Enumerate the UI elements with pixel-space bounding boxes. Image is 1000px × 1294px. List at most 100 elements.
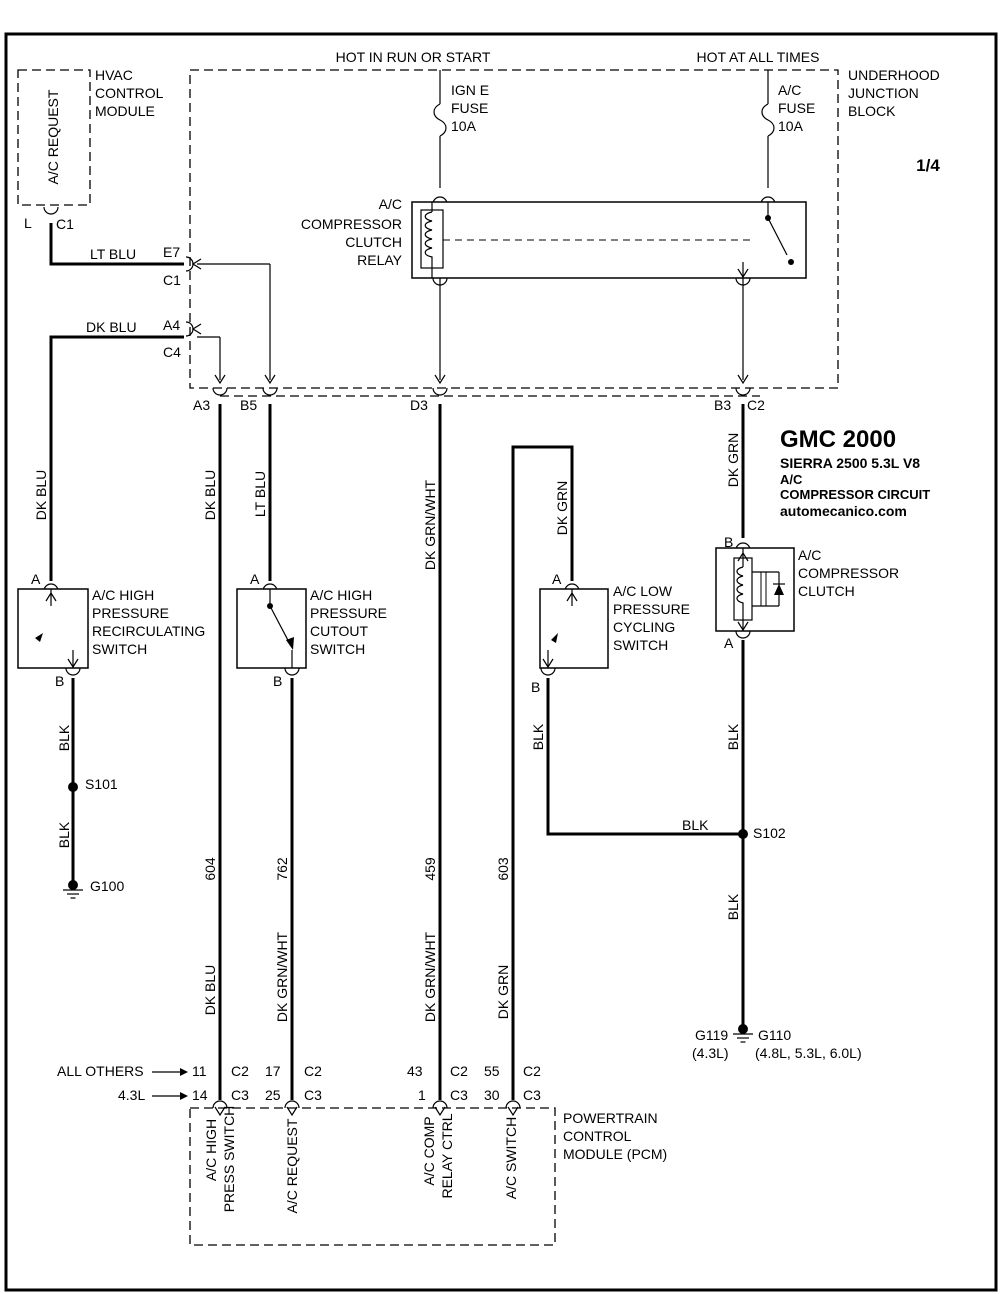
pcm-c3-d: C3: [523, 1087, 541, 1103]
pcm-4-3l: 4.3L: [118, 1087, 145, 1103]
hp-recirc-label-line2: PRESSURE: [92, 605, 169, 621]
lp-label-line3: CYCLING: [613, 619, 675, 635]
pin-b3: B3: [714, 397, 731, 413]
pcm-pin-14: 14: [192, 1087, 208, 1103]
hp-cutout-label-line4: SWITCH: [310, 641, 365, 657]
ground-g119-note: (4.3L): [692, 1045, 729, 1061]
hvac-label-line2: CONTROL: [95, 85, 164, 101]
splice-s101: S101: [85, 776, 118, 792]
ac-high-pressure-recirculating-switch: A B A/C HIGH PRESSURE RECIRCULATING SWIT…: [17, 571, 205, 689]
pcm-pin-comp-line1: A/C COMP: [421, 1116, 437, 1185]
g110-ground-icon: [732, 1023, 754, 1043]
junction-block-internal-traces: E7 C1 A4 C4: [163, 244, 276, 384]
wire-dk-blu-left: DK BLU: [33, 470, 49, 521]
circuit-604: 604: [202, 857, 218, 881]
connector-c2-b3: C2: [747, 397, 765, 413]
wire-blk-s101-lower: BLK: [56, 821, 72, 848]
pcm-pin-11: 11: [192, 1063, 207, 1079]
pcm-pin-55: 55: [484, 1063, 500, 1079]
pcm-c2-b: C2: [304, 1063, 322, 1079]
ground-g100: G100: [90, 878, 124, 894]
hp-cutout-label-line1: A/C HIGH: [310, 587, 372, 603]
ujb-label-line2: JUNCTION: [848, 85, 919, 101]
pcm-pin-ac-request: A/C REQUEST: [284, 1118, 300, 1213]
circuit-762: 762: [274, 857, 290, 881]
wire-lt-blu-hvac: LT BLU: [90, 246, 136, 262]
lp-label-line4: SWITCH: [613, 637, 668, 653]
ign-fuse-label-line1: IGN E: [451, 82, 489, 98]
hvac-connector-c1: C1: [56, 216, 74, 232]
title-model: SIERRA 2500 5.3L V8: [780, 455, 920, 471]
pcm-pin-ac-switch: A/C SWITCH: [503, 1117, 519, 1199]
lp-label-line2: PRESSURE: [613, 601, 690, 617]
wire-blk-s102-horizontal: BLK: [682, 817, 709, 833]
hp-cutout-pin-b: B: [273, 673, 282, 689]
wire-dk-grn-b3: DK GRN: [725, 433, 741, 487]
pcm-label-line1: POWERTRAIN: [563, 1110, 658, 1126]
ac-low-pressure-cycling-switch: A B A/C LOW PRESSURE CYCLING SWITCH: [531, 571, 690, 695]
ac-fuse-label-line3: 10A: [778, 118, 804, 134]
title-system: A/C: [780, 472, 803, 487]
g100-ground-icon: [62, 879, 84, 899]
relay-label-line3: CLUTCH: [345, 234, 402, 250]
pcm-c3-c: C3: [450, 1087, 468, 1103]
powertrain-control-module: A/C HIGH PRESS SWITCH A/C REQUEST A/C CO…: [189, 1100, 667, 1246]
ground-g119: G119: [695, 1027, 728, 1043]
pin-a4: A4: [163, 317, 180, 333]
ac-fuse: A/C FUSE 10A: [761, 70, 815, 188]
relay-label-line2: COMPRESSOR: [301, 216, 402, 232]
ac-compressor-clutch-relay: A/C COMPRESSOR CLUTCH RELAY: [301, 196, 807, 384]
splices-and-grounds: S101 S102 G100 G119 (4.3L) G110 (4.8L, 5…: [62, 776, 862, 1061]
ac-high-pressure-cutout-switch: A B A/C HIGH PRESSURE CUTOUT SWITCH: [236, 571, 387, 689]
hvac-ac-request-pin-label: A/C REQUEST: [45, 89, 61, 184]
ujb-label-line1: UNDERHOOD: [848, 67, 940, 83]
hp-recirc-pin-b: B: [55, 673, 64, 689]
underhood-junction-block: UNDERHOOD JUNCTION BLOCK: [189, 67, 940, 397]
splice-s101-dot: [68, 782, 78, 792]
pcm-pin-30: 30: [484, 1087, 500, 1103]
splice-s102: S102: [753, 825, 786, 841]
pcm-label-line2: CONTROL: [563, 1128, 632, 1144]
circuit-603: 603: [495, 857, 511, 881]
lp-pin-a: A: [552, 571, 562, 587]
hp-recirc-label-line1: A/C HIGH: [92, 587, 154, 603]
hot-at-all-times-label: HOT AT ALL TIMES: [697, 49, 820, 65]
hp-cutout-label-line2: PRESSURE: [310, 605, 387, 621]
ground-g110: G110: [758, 1027, 791, 1043]
wire-dk-grn-wht-pcm-comp: DK GRN/WHT: [422, 931, 438, 1022]
pcm-pin-comp-line2: RELAY CTRL: [439, 1113, 455, 1198]
wire-blk-low-switch: BLK: [530, 723, 546, 750]
pin-a3: A3: [193, 397, 210, 413]
clutch-pin-a: A: [724, 635, 734, 651]
wire-dk-blu-top: DK BLU: [86, 319, 137, 335]
pcm-all-others: ALL OTHERS: [57, 1063, 144, 1079]
pcm-pin-1: 1: [418, 1087, 426, 1103]
hp-recirc-pin-a: A: [31, 571, 41, 587]
relay-label-line1: A/C: [379, 196, 402, 212]
ac-compressor-clutch: B A A/C COMPRESSOR CLUTCH: [715, 534, 899, 651]
lp-pin-b: B: [531, 679, 540, 695]
ac-fuse-label-line2: FUSE: [778, 100, 815, 116]
ign-fuse-label-line2: FUSE: [451, 100, 488, 116]
ujb-label-line3: BLOCK: [848, 103, 896, 119]
pcm-c3-a: C3: [231, 1087, 249, 1103]
hot-in-run-label: HOT IN RUN OR START: [336, 49, 491, 65]
ac-fuse-label-line1: A/C: [778, 82, 801, 98]
pcm-label-line3: MODULE (PCM): [563, 1146, 667, 1162]
sheet-number: 1/4: [916, 156, 940, 175]
wire-dk-blu-a3: DK BLU: [202, 470, 218, 521]
relay-label-line4: RELAY: [357, 252, 403, 268]
circuit-wires: [49, 223, 745, 1100]
hp-cutout-label-line3: CUTOUT: [310, 623, 369, 639]
wire-lt-blu-b5: LT BLU: [252, 471, 268, 517]
wire-dk-grn-wht-d3: DK GRN/WHT: [422, 479, 438, 570]
wire-blk-clutch: BLK: [725, 723, 741, 750]
pcm-connector-labels: ALL OTHERS 11 C2 17 C2 43 C2 55 C2 4.3L …: [57, 1063, 541, 1103]
wire-dk-blu-pcm: DK BLU: [202, 965, 218, 1016]
title-block: GMC 2000 SIERRA 2500 5.3L V8 A/C COMPRES…: [780, 426, 930, 519]
hvac-label-line1: HVAC: [95, 67, 133, 83]
hvac-control-module: A/C REQUEST HVAC CONTROL MODULE L C1: [17, 67, 164, 232]
ign-fuse-label-line3: 10A: [451, 118, 477, 134]
pcm-c2-d: C2: [523, 1063, 541, 1079]
ign-e-fuse: IGN E FUSE 10A: [433, 70, 489, 188]
